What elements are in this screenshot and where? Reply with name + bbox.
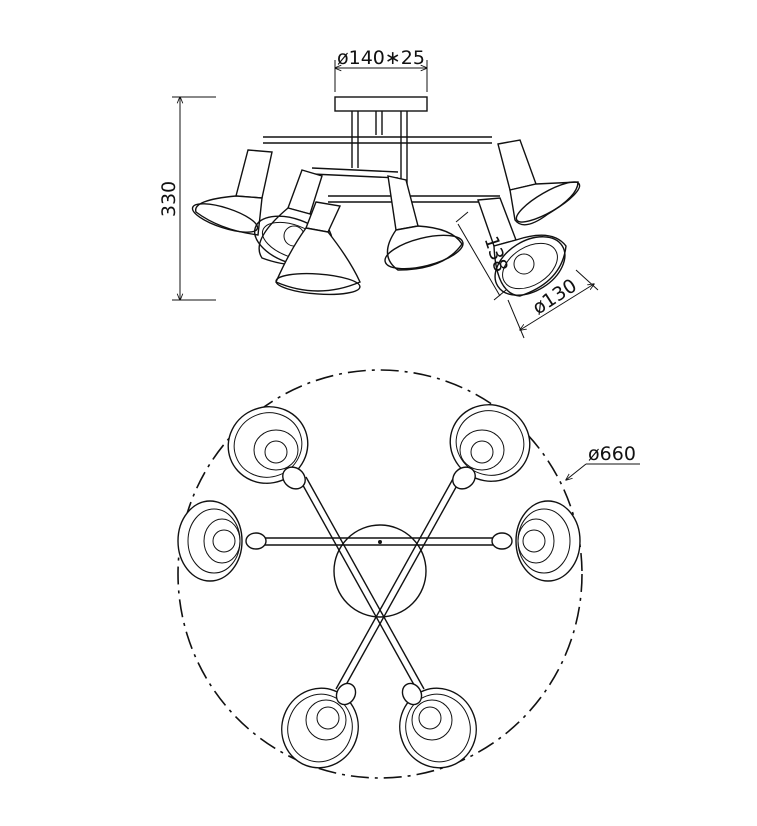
canopy-dimension: ø140∗25 <box>335 47 427 92</box>
diagonal-arm-a <box>305 476 425 690</box>
middle-arm <box>311 167 399 173</box>
side-lamp-lower-left <box>275 201 361 296</box>
canopy-screw <box>378 540 382 544</box>
overall-diameter-label: ø660 <box>588 443 636 465</box>
top-lamp-lower-left <box>281 682 359 769</box>
diagonal-arm-b <box>335 476 455 690</box>
top-lamp-upper-left <box>227 406 309 490</box>
top-lamp-lower-right <box>399 682 477 769</box>
middle-arm <box>311 173 399 179</box>
side-lamp-back-left <box>191 149 273 236</box>
canopy-dimension-label: ø140∗25 <box>337 47 425 69</box>
canopy <box>334 96 428 112</box>
side-lamp-front-right <box>477 197 567 297</box>
height-dimension-label: 330 <box>158 181 180 217</box>
side-view: ø140∗25 330 138 ø130 <box>158 47 599 339</box>
side-lamp-back-right <box>497 139 581 226</box>
side-lamp-center <box>384 175 464 271</box>
overall-diameter-dimension: ø660 <box>566 443 640 480</box>
top-lamp-left <box>177 500 267 582</box>
top-lamp-upper-right <box>449 404 531 490</box>
height-dimension: 330 <box>158 97 216 300</box>
top-view: ø660 <box>177 369 640 779</box>
overall-diameter-outline <box>177 369 583 779</box>
diagonal-arm-b <box>341 479 461 693</box>
diagonal-arm-a <box>299 479 419 693</box>
top-lamp-right <box>491 500 581 582</box>
canopy-top <box>333 524 427 618</box>
